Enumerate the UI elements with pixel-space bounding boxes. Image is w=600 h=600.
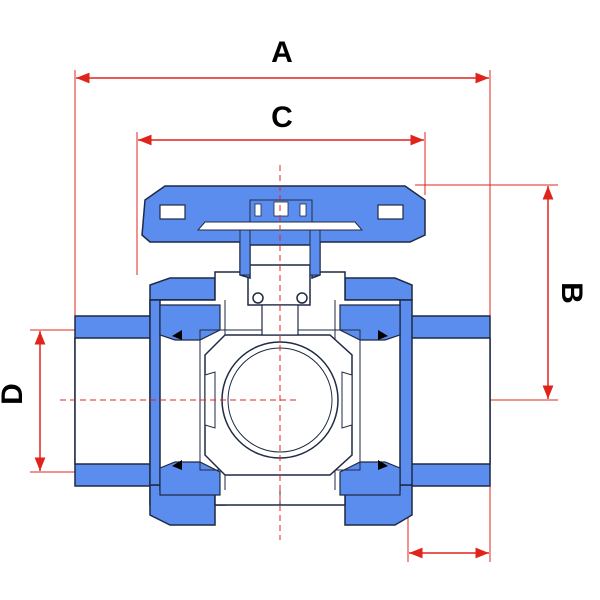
dimension-label-d: D: [0, 383, 29, 405]
dimension-label-a: A: [271, 36, 293, 69]
valve-stem: [247, 264, 311, 336]
dimension-label-b: B: [555, 282, 588, 304]
valve-handle: [141, 185, 426, 280]
dimension-lines: [34, 72, 554, 559]
center-lines: [60, 165, 300, 540]
left-socket: [74, 315, 156, 487]
right-socket: [407, 315, 491, 487]
dimension-label-c: C: [271, 101, 293, 134]
valve-ball: [204, 334, 353, 476]
